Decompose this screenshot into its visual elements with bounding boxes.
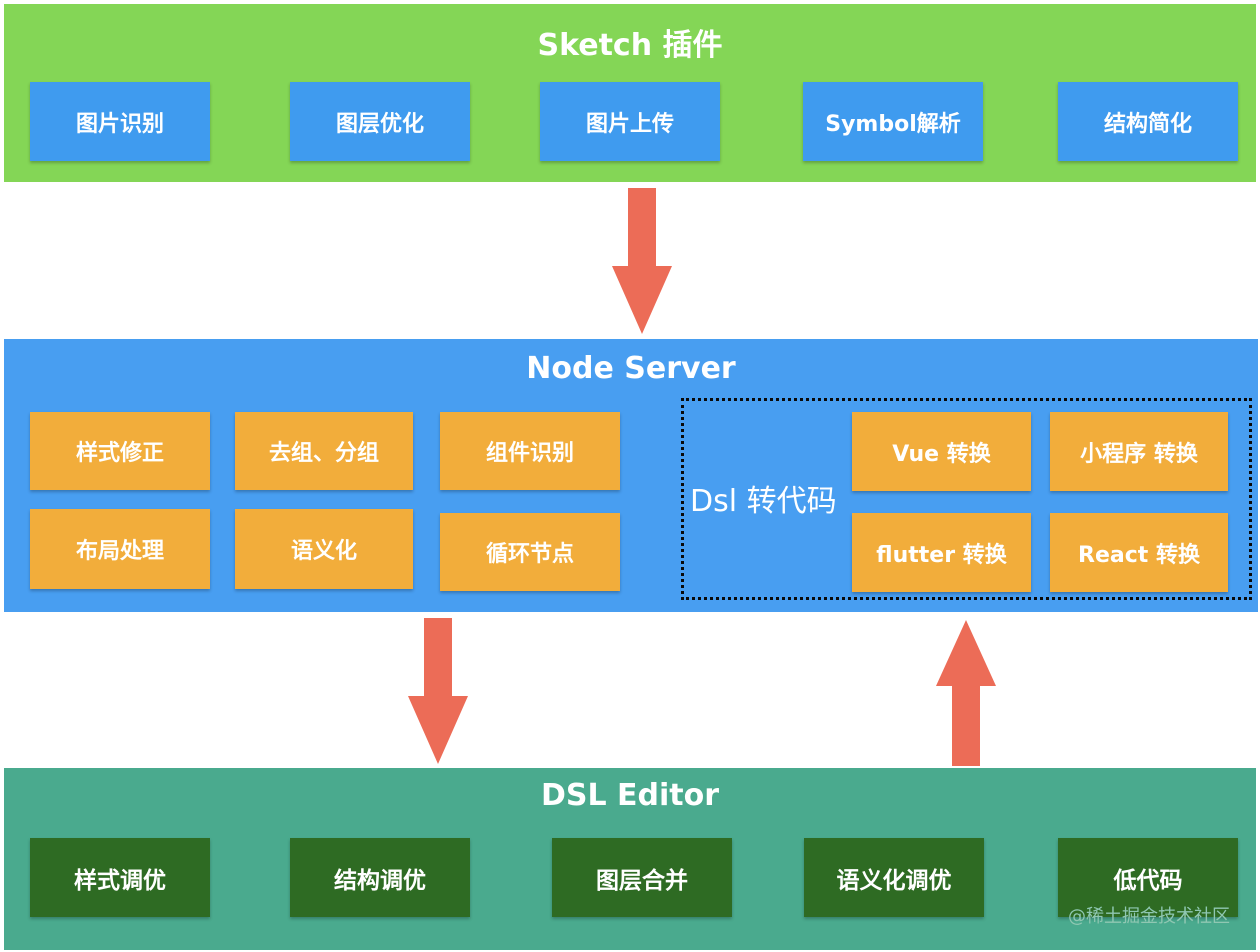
dsl-convert-label: Dsl 转代码	[690, 484, 837, 519]
editor-item-low-code: 低代码	[1058, 838, 1238, 917]
server-item-group: 去组、分组	[235, 412, 413, 490]
up-arrow-icon	[936, 620, 996, 766]
dsl-item-flutter: flutter 转换	[852, 513, 1031, 592]
server-item-style-fix: 样式修正	[30, 412, 210, 490]
down-arrow-icon	[612, 188, 672, 334]
server-item-layout: 布局处理	[30, 509, 210, 589]
dsl-convert-group	[681, 398, 1252, 600]
node-server-layer: Node Server 样式修正 去组、分组 组件识别 布局处理 语义化 循环节…	[4, 339, 1258, 612]
editor-item-structure-tune: 结构调优	[290, 838, 470, 917]
sketch-item-image-upload: 图片上传	[540, 82, 720, 161]
sketch-item-image-recognition: 图片识别	[30, 82, 210, 161]
sketch-plugin-layer: Sketch 插件 图片识别 图层优化 图片上传 Symbol解析 结构简化	[4, 4, 1256, 182]
dsl-editor-layer: DSL Editor 样式调优 结构调优 图层合并 语义化调优 低代码	[4, 768, 1256, 950]
sketch-layer-title: Sketch 插件	[537, 28, 723, 63]
editor-item-style-tune: 样式调优	[30, 838, 210, 917]
server-item-loop-node: 循环节点	[440, 513, 620, 591]
sketch-item-layer-optimize: 图层优化	[290, 82, 470, 161]
sketch-item-symbol-parse: Symbol解析	[803, 82, 983, 161]
sketch-item-structure-simplify: 结构简化	[1058, 82, 1238, 161]
dsl-item-miniprogram: 小程序 转换	[1050, 412, 1228, 491]
watermark: @稀土掘金技术社区	[1068, 906, 1230, 927]
editor-layer-title: DSL Editor	[540, 778, 720, 813]
editor-item-layer-merge: 图层合并	[552, 838, 732, 917]
editor-item-semantic-tune: 语义化调优	[804, 838, 984, 917]
dsl-item-react: React 转换	[1050, 513, 1228, 592]
server-item-component-recognition: 组件识别	[440, 412, 620, 490]
server-item-semantic: 语义化	[235, 509, 413, 589]
dsl-item-vue: Vue 转换	[852, 412, 1031, 491]
down-arrow-icon	[408, 618, 468, 764]
server-layer-title: Node Server	[526, 351, 736, 386]
